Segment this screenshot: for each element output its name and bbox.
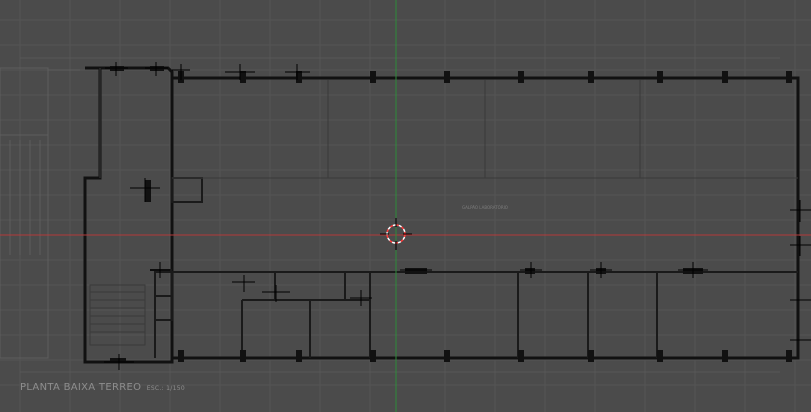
3d-cursor-icon[interactable] [380, 218, 412, 250]
building-walls [83, 66, 800, 364]
drawing-title: PLANTA BAIXA TERREO [20, 382, 142, 393]
drawing-caption: PLANTA BAIXA TERREO ESC.: 1/150 [20, 382, 185, 393]
central-room-label: GALPÃO LABORATÓRIO [462, 205, 508, 210]
columns [110, 66, 792, 363]
adjacent-plan [0, 67, 80, 359]
room-divisions [20, 57, 798, 373]
drawing-scale: ESC.: 1/150 [146, 385, 185, 392]
empty-markers [104, 62, 811, 370]
